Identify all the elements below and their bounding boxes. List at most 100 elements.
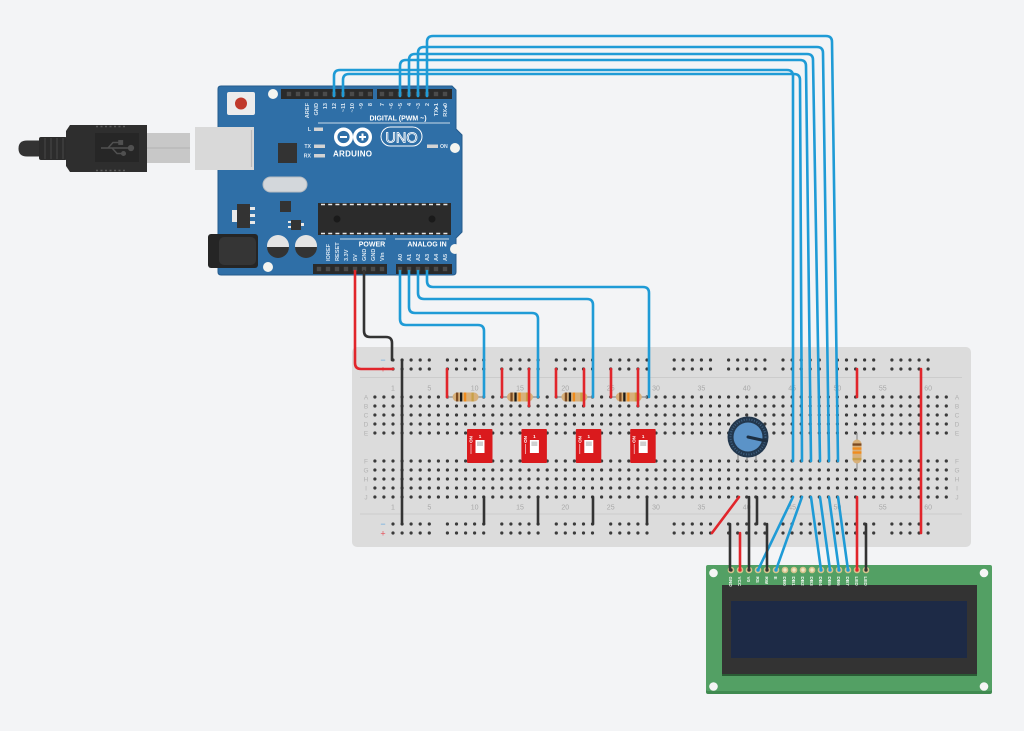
breadboard-hole[interactable] [572,431,577,435]
breadboard-hole[interactable] [373,468,377,472]
breadboard-hole[interactable] [881,495,885,499]
minus-rail-hole[interactable] [527,358,531,362]
breadboard-hole[interactable] [844,404,849,408]
breadboard-hole[interactable] [563,477,567,481]
wire-lcd-db4[interactable] [809,495,823,572]
breadboard-hole[interactable] [763,495,767,499]
breadboard-hole[interactable] [908,422,912,426]
breadboard-hole[interactable] [636,422,640,426]
breadboard-hole[interactable] [427,404,431,408]
breadboard-hole[interactable] [391,413,395,417]
breadboard-hole[interactable] [717,468,722,472]
breadboard-hole[interactable] [772,404,776,408]
minus-rail-hole[interactable] [708,522,713,526]
plus-rail-hole[interactable] [681,367,685,371]
breadboard-hole[interactable] [817,486,821,490]
breadboard-hole[interactable] [609,486,613,490]
plus-rail-hole[interactable] [509,531,513,535]
breadboard-hole[interactable] [373,495,377,499]
breadboard-hole[interactable] [717,413,722,417]
breadboard-hole[interactable] [373,413,377,417]
breadboard-hole[interactable] [826,477,831,481]
plus-rail-hole[interactable] [409,531,413,535]
dip-switch-toggle[interactable] [585,441,592,447]
breadboard-hole[interactable] [708,422,713,426]
breadboard-hole[interactable] [717,404,722,408]
breadboard-hole[interactable] [436,477,440,481]
breadboard-hole[interactable] [872,431,876,435]
breadboard-hole[interactable] [708,468,713,472]
breadboard-hole[interactable] [663,422,667,426]
breadboard-hole[interactable] [473,486,477,490]
breadboard-hole[interactable] [464,495,468,499]
breadboard-hole[interactable] [382,459,386,463]
breadboard-hole[interactable] [600,477,604,481]
breadboard-hole[interactable] [944,477,948,481]
breadboard-hole[interactable] [890,404,894,408]
plus-rail-hole[interactable] [590,531,595,535]
breadboard-hole[interactable] [454,431,459,435]
breadboard-hole[interactable] [890,459,894,463]
plus-rail-hole[interactable] [609,531,613,535]
breadboard-hole[interactable] [627,431,631,435]
breadboard-hole[interactable] [572,459,577,463]
breadboard-hole[interactable] [663,413,667,417]
minus-rail-hole[interactable] [627,522,631,526]
breadboard-hole[interactable] [654,413,658,417]
breadboard-hole[interactable] [899,495,903,499]
breadboard-hole[interactable] [926,395,930,399]
breadboard-hole[interactable] [690,477,694,481]
breadboard-hole[interactable] [926,459,930,463]
breadboard-hole[interactable] [781,459,785,463]
breadboard-hole[interactable] [391,431,395,435]
power-pin[interactable] [325,266,331,272]
breadboard-hole[interactable] [663,486,667,490]
breadboard-hole[interactable] [418,431,422,435]
plus-rail-hole[interactable] [681,531,685,535]
breadboard-hole[interactable] [581,477,586,481]
breadboard-hole[interactable] [727,486,731,490]
minus-rail-hole[interactable] [926,358,930,362]
breadboard-hole[interactable] [908,431,912,435]
breadboard-hole[interactable] [609,459,613,463]
minus-rail-hole[interactable] [808,522,812,526]
breadboard-hole[interactable] [627,404,631,408]
minus-rail-hole[interactable] [409,522,413,526]
minus-rail-hole[interactable] [464,522,468,526]
breadboard-hole[interactable] [427,468,431,472]
breadboard-hole[interactable] [699,486,704,490]
breadboard-hole[interactable] [609,477,613,481]
breadboard-hole[interactable] [527,468,531,472]
breadboard-hole[interactable] [872,404,876,408]
breadboard-hole[interactable] [654,495,658,499]
breadboard-hole[interactable] [572,422,577,426]
minus-rail-hole[interactable] [763,358,767,362]
breadboard-hole[interactable] [890,486,894,490]
breadboard-hole[interactable] [609,431,613,435]
digital-pin[interactable] [442,91,448,97]
breadboard-hole[interactable] [382,404,386,408]
plus-rail-hole[interactable] [645,531,649,535]
breadboard-hole[interactable] [854,477,858,481]
breadboard-hole[interactable] [681,459,685,463]
breadboard-hole[interactable] [699,404,704,408]
breadboard-hole[interactable] [609,495,613,499]
breadboard-hole[interactable] [890,413,894,417]
dip-switch-toggle[interactable] [640,441,647,447]
resistor[interactable] [610,392,647,402]
plus-rail-hole[interactable] [618,531,622,535]
minus-rail-hole[interactable] [672,358,676,362]
breadboard-hole[interactable] [382,422,386,426]
minus-rail-hole[interactable] [445,522,449,526]
breadboard-hole[interactable] [781,395,785,399]
digital-pin[interactable] [349,91,355,97]
breadboard-hole[interactable] [482,477,486,481]
plus-rail-hole[interactable] [926,531,930,535]
breadboard-hole[interactable] [890,422,894,426]
analog-pin[interactable] [424,266,430,272]
digital-pin[interactable] [313,91,319,97]
breadboard-hole[interactable] [554,431,558,435]
breadboard-hole[interactable] [445,477,449,481]
